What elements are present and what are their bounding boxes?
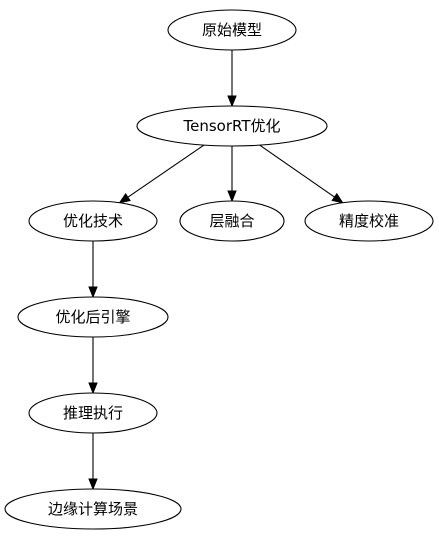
node-shape xyxy=(28,392,158,434)
node-original-model: 原始模型 xyxy=(167,9,297,51)
node-label: 优化技术 xyxy=(63,212,123,230)
node-label: 推理执行 xyxy=(63,404,123,422)
node-label: 原始模型 xyxy=(202,21,262,39)
node-shape xyxy=(136,105,328,147)
node-layer-fusion: 层融合 xyxy=(179,200,285,242)
arrowhead xyxy=(118,193,131,204)
diagram-edges xyxy=(88,50,344,491)
node-optimization-techniques: 优化技术 xyxy=(28,200,158,242)
edge-line xyxy=(127,144,205,198)
node-label: TensorRT优化 xyxy=(182,117,280,135)
node-label: 精度校准 xyxy=(339,212,399,230)
arrowhead xyxy=(88,382,98,395)
arrowhead xyxy=(88,478,98,491)
arrowhead xyxy=(331,192,344,204)
node-precision-calibration: 精度校准 xyxy=(304,200,434,242)
edge-line xyxy=(259,144,335,198)
arrowhead xyxy=(227,95,237,108)
node-shape xyxy=(167,9,297,51)
node-label: 优化后引擎 xyxy=(55,308,130,326)
node-shape xyxy=(28,200,158,242)
node-tensorrt-optimization: TensorRT优化 xyxy=(136,105,328,147)
arrowhead xyxy=(227,190,237,203)
arrowhead xyxy=(88,286,98,299)
node-shape xyxy=(17,296,169,338)
node-shape xyxy=(4,488,182,530)
node-label: 边缘计算场景 xyxy=(48,500,138,518)
node-inference-execution: 推理执行 xyxy=(28,392,158,434)
node-edge-computing-scenario: 边缘计算场景 xyxy=(4,488,182,530)
node-shape xyxy=(179,200,285,242)
node-label: 层融合 xyxy=(209,212,254,230)
node-shape xyxy=(304,200,434,242)
node-optimized-engine: 优化后引擎 xyxy=(17,296,169,338)
